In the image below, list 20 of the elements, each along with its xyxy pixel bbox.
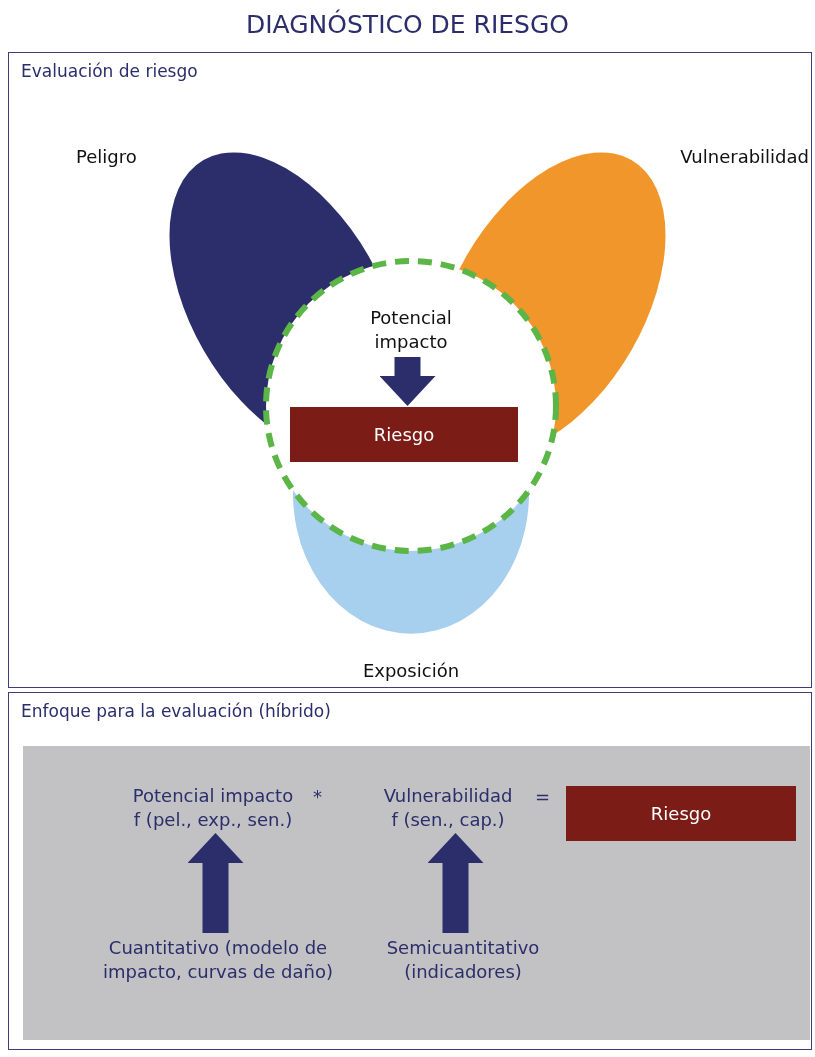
- petal-label: Vulnerabilidad: [680, 146, 809, 167]
- block-arrow: [427, 833, 484, 933]
- operator-sign: =: [535, 786, 551, 807]
- panel-heading: Enfoque para la evaluación (híbrido): [21, 701, 331, 721]
- title: DIAGNÓSTICO DE RIESGO: [244, 10, 571, 39]
- band-background: [23, 746, 810, 1040]
- block-arrow: [187, 833, 244, 933]
- result-box: Riesgo: [566, 786, 796, 841]
- formula-text: Semicuantitativo (indicadores): [358, 936, 568, 984]
- petal-label: Exposición: [361, 660, 461, 681]
- block-arrow: [379, 357, 436, 406]
- formula-text: Cuantitativo (modelo de impacto, curvas de daño): [78, 936, 358, 984]
- section-panel: [8, 52, 812, 688]
- panel-heading: Evaluación de riesgo: [21, 61, 198, 81]
- formula-text: Potencial impacto f (pel., exp., sen.): [118, 784, 308, 832]
- section-panel: [8, 692, 812, 1050]
- formula-text: Vulnerabilidad f (sen., cap.): [368, 784, 528, 832]
- petal-label: Peligro: [76, 146, 137, 167]
- operator-sign: *: [313, 786, 322, 807]
- circle-label: Potencial impacto: [369, 306, 453, 354]
